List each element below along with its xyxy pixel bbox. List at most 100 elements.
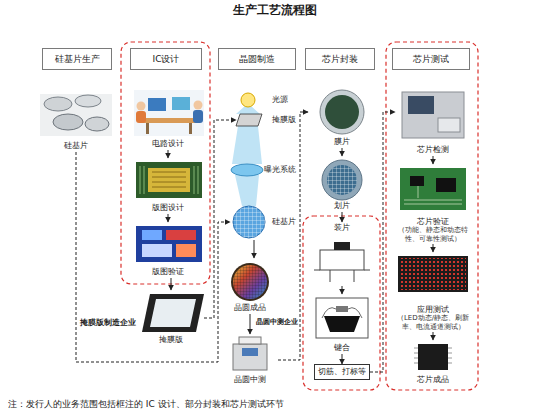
flow-arrow — [433, 244, 434, 252]
layout-pins — [140, 166, 198, 194]
layout-core — [148, 168, 190, 192]
node-label: 装片 — [334, 223, 350, 233]
process-step: 划片 — [308, 156, 376, 212]
scope-frame — [303, 216, 380, 390]
node-label: 芯片检测 — [417, 145, 449, 155]
footnote: 注：发行人的业务范围包括框注的 IC 设计、部分封装和芯片测试环节 — [8, 399, 542, 410]
flow-arrow — [342, 354, 343, 364]
diagram-title: 生产工艺流程图 — [0, 3, 550, 17]
process-step: 晶圆成品 — [222, 258, 278, 314]
process-step: 光源 — [240, 90, 288, 110]
process-step: 曝光系统 — [222, 160, 296, 180]
node-label: 切筋、打标等 — [318, 367, 366, 377]
lead-lines — [314, 270, 370, 282]
stage-header: 芯片封装 — [305, 48, 375, 70]
node-label: 晶圆制造 — [239, 54, 275, 65]
tester-screen — [408, 96, 434, 114]
wafer-disc — [44, 97, 72, 111]
wafer-grid-lines — [233, 206, 265, 238]
chip-pins — [414, 348, 452, 363]
verification-block — [142, 230, 162, 240]
bond-wire — [322, 308, 362, 318]
node-note: （功能、静态和动态特性、可靠性测试） — [392, 226, 474, 243]
node-label: 晶圆成品 — [234, 303, 266, 313]
flow-arrow — [342, 286, 343, 294]
layout-traces — [152, 172, 186, 187]
desk-leg — [146, 123, 149, 134]
flow-arrow — [76, 152, 230, 362]
finished-wafer-grid — [233, 265, 267, 299]
flow-arrow — [342, 212, 343, 222]
flow-arrow — [370, 112, 395, 372]
company-label: 掩膜版制造企业 — [80, 318, 140, 327]
board-chip — [436, 178, 456, 192]
flow-arrow — [204, 120, 236, 318]
package-body — [324, 316, 360, 332]
process-step: 版图验证 — [130, 222, 206, 278]
node-label: 芯片封装 — [322, 54, 358, 65]
node-label: 光源 — [272, 95, 288, 105]
film-wafer — [325, 95, 359, 129]
process-step: 芯片验证（功能、静态和动态特性、可靠性测试） — [392, 164, 474, 244]
flow-arrow — [250, 314, 251, 334]
flow-arrow — [433, 332, 434, 340]
person-head — [194, 101, 203, 110]
node-note: （LED动态/静态、刷新率、电流通道测试） — [392, 314, 474, 331]
bond-die — [336, 306, 348, 312]
prober-top — [239, 337, 261, 344]
process-box: 切筋、打标等 — [314, 364, 370, 380]
node-label: 掩膜版 — [272, 115, 296, 125]
leadframe — [320, 250, 364, 270]
node-label: 应用测试 — [417, 305, 449, 315]
process-step: 硅基片 — [230, 204, 296, 240]
light-beam — [232, 126, 262, 164]
stage-header: 晶圆制造 — [218, 48, 296, 70]
monitor-icon — [148, 98, 166, 111]
wafer-grid — [233, 206, 265, 238]
light-beam — [235, 175, 259, 206]
flow-arrow — [168, 214, 169, 222]
light-source-icon — [241, 93, 255, 107]
process-step: 掩膜版 — [138, 290, 204, 346]
verification-block — [166, 230, 196, 240]
flow-arrow — [433, 156, 434, 164]
node-label: 膜片 — [334, 137, 350, 147]
company-label: 晶圆中测企业 — [256, 318, 300, 326]
scope-frame — [386, 42, 478, 390]
film-frame — [320, 90, 364, 134]
led-panel — [398, 256, 468, 292]
verification-block — [176, 244, 196, 257]
node-label: 硅基片生产 — [55, 54, 100, 65]
desk-leg — [189, 123, 192, 134]
process-step: 芯片检测 — [395, 86, 471, 156]
led-dots — [400, 258, 466, 290]
node-label: 划片 — [334, 201, 350, 211]
wafer-disc — [53, 114, 83, 130]
flow-arrow — [168, 150, 169, 158]
lens-icon — [231, 164, 263, 176]
node-label: 芯片验证 — [417, 217, 449, 227]
node-label: 硅基片 — [64, 141, 88, 151]
process-step: 版图设计 — [130, 158, 206, 214]
dicing-frame — [322, 160, 362, 200]
flow-arrow — [342, 148, 343, 156]
node-label: 芯片测试 — [413, 54, 449, 65]
dicing-lines — [327, 165, 357, 195]
process-step: 膜片 — [308, 86, 376, 148]
person-body — [193, 110, 203, 123]
verification-screen — [136, 226, 202, 262]
flow-arrow — [254, 240, 255, 258]
process-step: 掩膜版 — [236, 112, 296, 128]
desk-icon — [140, 118, 198, 123]
finished-wafer — [231, 263, 269, 301]
process-step: 应用测试（LED动态/静态、刷新率、电流通道测试） — [392, 252, 474, 332]
bond-frame — [316, 298, 368, 338]
node-label: 掩膜版 — [159, 335, 183, 345]
mask-frame — [142, 294, 204, 332]
test-board — [400, 168, 466, 210]
node-label: 电路设计 — [152, 139, 184, 149]
prober-screen — [242, 348, 258, 356]
monitor-icon — [172, 97, 190, 110]
process-step: 硅基片 — [38, 92, 114, 152]
stage-header: 芯片测试 — [392, 48, 470, 70]
